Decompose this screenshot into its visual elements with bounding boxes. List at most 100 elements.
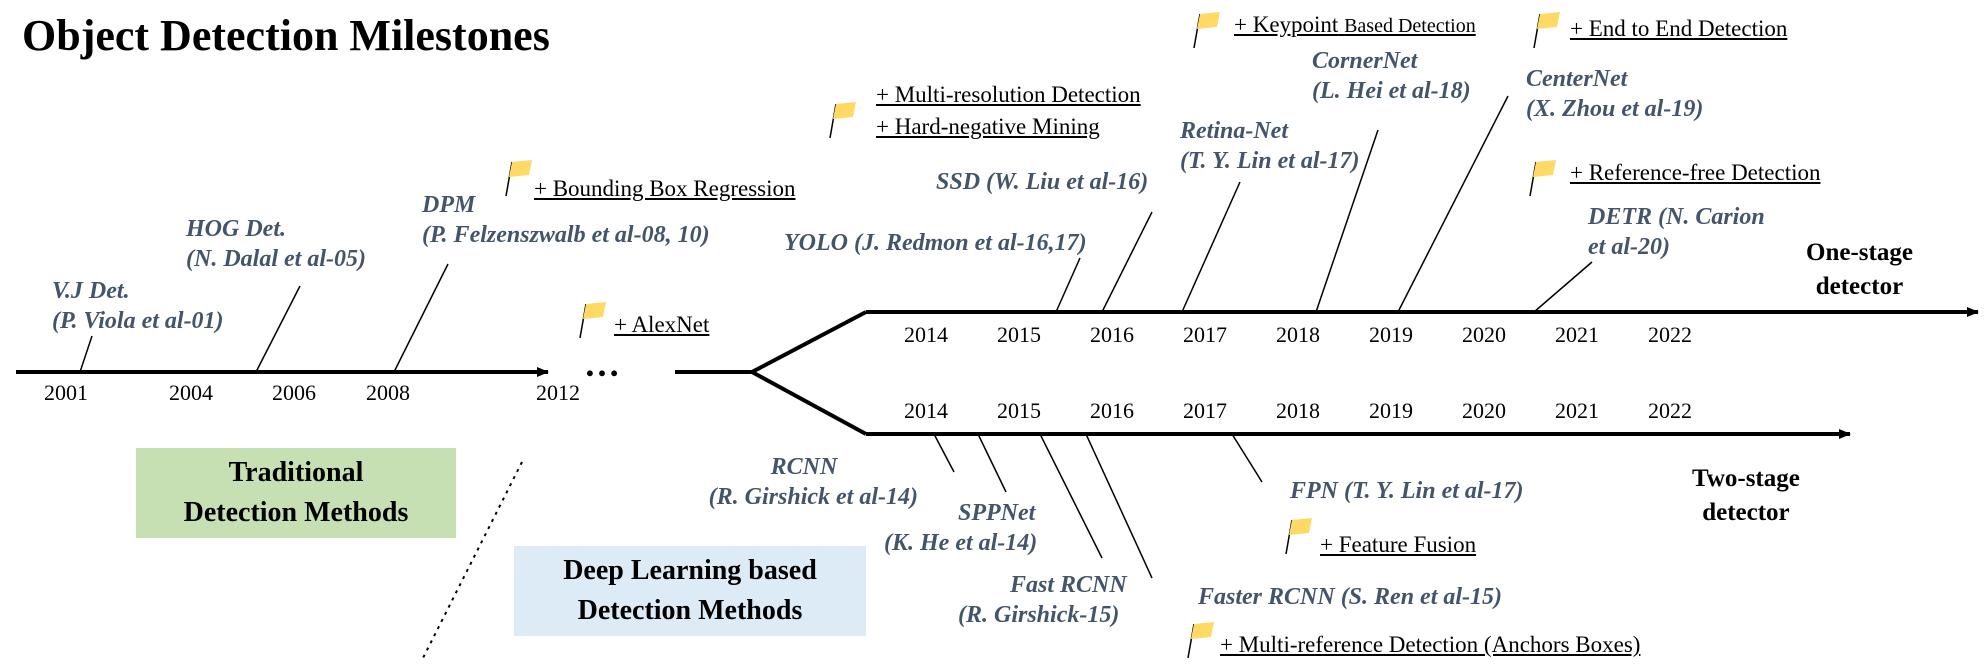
feature-multi-resolution: + Multi-resolution Detection — [876, 82, 1141, 107]
connector-vj — [79, 335, 93, 373]
one-stage-year-label: 2019 — [1369, 322, 1413, 347]
detector-name: CornerNet — [1312, 48, 1418, 74]
year-label: 2004 — [169, 380, 213, 405]
feature-keypoint-detection: + Keypoint Based Detection — [1234, 10, 1476, 41]
year-label: 2012 — [536, 380, 580, 405]
detector-faster-rcnn: Faster RCNN (S. Ren et al-15) — [1198, 584, 1503, 610]
detector-fpn: FPN (T. Y. Lin et al-17) — [1290, 478, 1524, 504]
detector-name: HOG Det. — [186, 216, 286, 242]
connector-rcnn — [933, 433, 955, 473]
detector-cornernet: CornerNet (L. Hei et al-18) — [1312, 46, 1471, 106]
detector-citation: (R. Girshick et al-14) — [708, 484, 918, 510]
connector-spp — [977, 433, 1007, 493]
two-stage-year-label: 2021 — [1555, 398, 1599, 423]
detector-yolo: YOLO (J. Redmon et al-16,17) — [784, 230, 1087, 256]
two-stage-label-line2: detector — [1702, 499, 1790, 526]
detector-sppnet: SPPNet (K. He et al-14) — [884, 498, 1037, 558]
connector-center — [1397, 95, 1509, 313]
detector-vj: V.J Det. (P. Viola et al-01) — [52, 276, 224, 336]
detector-rcnn: RCNN (R. Girshick et al-14) — [690, 452, 918, 512]
two-stage-year-label: 2022 — [1648, 398, 1692, 423]
deep-box-line1: Deep Learning based — [563, 555, 817, 586]
feature-hard-negative-mining: + Hard-negative Mining — [876, 114, 1100, 139]
feature-alexnet: + AlexNet — [614, 312, 710, 337]
feature-keypoint-prefix: + Keypoint — [1234, 12, 1339, 37]
two-stage-year-label: 2018 — [1276, 398, 1320, 423]
detector-citation: (R. Girshick-15) — [958, 602, 1120, 628]
detector-citation: (L. Hei et al-18) — [1312, 78, 1471, 104]
detector-name: Retina-Net — [1180, 118, 1288, 144]
detector-citation: (P. Viola et al-01) — [52, 308, 224, 334]
one-stage-year-label: 2017 — [1183, 322, 1227, 347]
detector-name: RCNN — [770, 454, 838, 480]
detector-citation: et al-20) — [1588, 234, 1670, 260]
traditional-methods-box: Traditional Detection Methods — [136, 448, 456, 538]
connector-ssd — [1101, 211, 1153, 313]
two-stage-year-label: 2020 — [1462, 398, 1506, 423]
year-label: 2008 — [366, 380, 410, 405]
flag-icon — [1285, 518, 1312, 555]
flag-icons — [505, 12, 1560, 659]
deep-learning-methods-box: Deep Learning based Detection Methods — [514, 546, 866, 636]
detector-ssd: SSD (W. Liu et al-16) — [936, 169, 1149, 195]
detector-name: V.J Det. — [52, 278, 130, 304]
two-stage-label: Two-stage detector — [1692, 462, 1800, 530]
one-stage-year-label: 2021 — [1555, 322, 1599, 347]
detector-citation: (T. Y. Lin et al-17) — [1180, 148, 1360, 174]
feature-multi-reference: + Multi-reference Detection (Anchors Box… — [1220, 632, 1641, 657]
fork-down — [751, 370, 867, 436]
two-stage-year-label: 2017 — [1183, 398, 1227, 423]
connector-detr — [1533, 261, 1593, 313]
connector-hog — [255, 285, 301, 373]
connector-retina — [1181, 181, 1241, 313]
feature-keypoint-suffix: Based Detection — [1344, 15, 1476, 37]
one-stage-year-label: 2014 — [904, 322, 948, 347]
flag-icon — [1533, 12, 1560, 49]
feature-end-to-end: + End to End Detection — [1570, 16, 1788, 41]
two-stage-year-label: 2016 — [1090, 398, 1134, 423]
detector-hog: HOG Det. (N. Dalal et al-05) — [186, 214, 366, 274]
detector-name: DETR (N. Carion — [1588, 204, 1765, 230]
detector-retina-net: Retina-Net (T. Y. Lin et al-17) — [1180, 116, 1360, 176]
feature-fusion: + Feature Fusion — [1320, 532, 1477, 557]
two-stage-year-label: 2014 — [904, 398, 948, 423]
detector-detr: DETR (N. Carion et al-20) — [1588, 202, 1765, 262]
connector-corner — [1315, 129, 1379, 313]
flag-icon — [1193, 12, 1220, 49]
one-stage-year-label: 2020 — [1462, 322, 1506, 347]
detector-citation: (N. Dalal et al-05) — [186, 246, 366, 272]
detector-centernet: CenterNet (X. Zhou et al-19) — [1526, 64, 1703, 124]
two-stage-year-label: 2015 — [997, 398, 1041, 423]
flag-icon — [1529, 160, 1556, 197]
fork-up — [751, 310, 867, 374]
connector-fast — [1039, 433, 1103, 559]
page-title: Object Detection Milestones — [22, 11, 550, 60]
connector-dpm — [393, 263, 449, 373]
flag-icon — [579, 302, 606, 339]
one-stage-year-label: 2015 — [997, 322, 1041, 347]
traditional-box-line2: Detection Methods — [183, 497, 409, 528]
connector-lines — [79, 95, 1593, 579]
deep-box-line2: Detection Methods — [577, 595, 803, 626]
feature-reference-free: + Reference-free Detection — [1570, 160, 1821, 185]
flag-icon — [505, 160, 532, 197]
one-stage-year-label: 2016 — [1090, 322, 1134, 347]
connector-faster — [1085, 433, 1153, 579]
section-divider — [421, 461, 523, 661]
detector-name: Fast RCNN — [1010, 572, 1127, 598]
detector-dpm: DPM (P. Felzenszwalb et al-08, 10) — [422, 190, 710, 250]
connector-yolo — [1055, 257, 1081, 313]
year-label: 2001 — [44, 380, 88, 405]
flag-icon — [1187, 622, 1214, 659]
flag-icon — [829, 102, 856, 139]
one-stage-year-label: 2018 — [1276, 322, 1320, 347]
one-stage-label-line2: detector — [1815, 273, 1904, 300]
ellipsis: … — [584, 344, 620, 384]
detector-name: CenterNet — [1526, 66, 1628, 92]
detector-fast-rcnn: Fast RCNN (R. Girshick-15) — [958, 570, 1127, 630]
detector-citation: (K. He et al-14) — [884, 530, 1038, 556]
one-stage-year-label: 2022 — [1648, 322, 1692, 347]
traditional-box-line1: Traditional — [228, 457, 364, 488]
